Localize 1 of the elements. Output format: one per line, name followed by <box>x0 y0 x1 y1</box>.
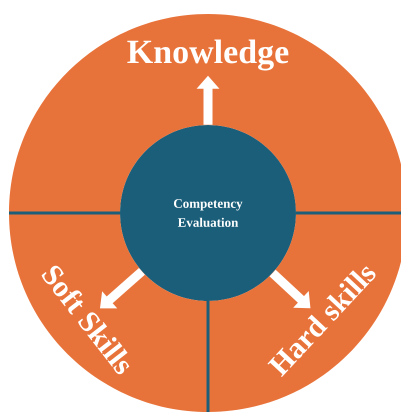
arrow <box>270 270 310 308</box>
